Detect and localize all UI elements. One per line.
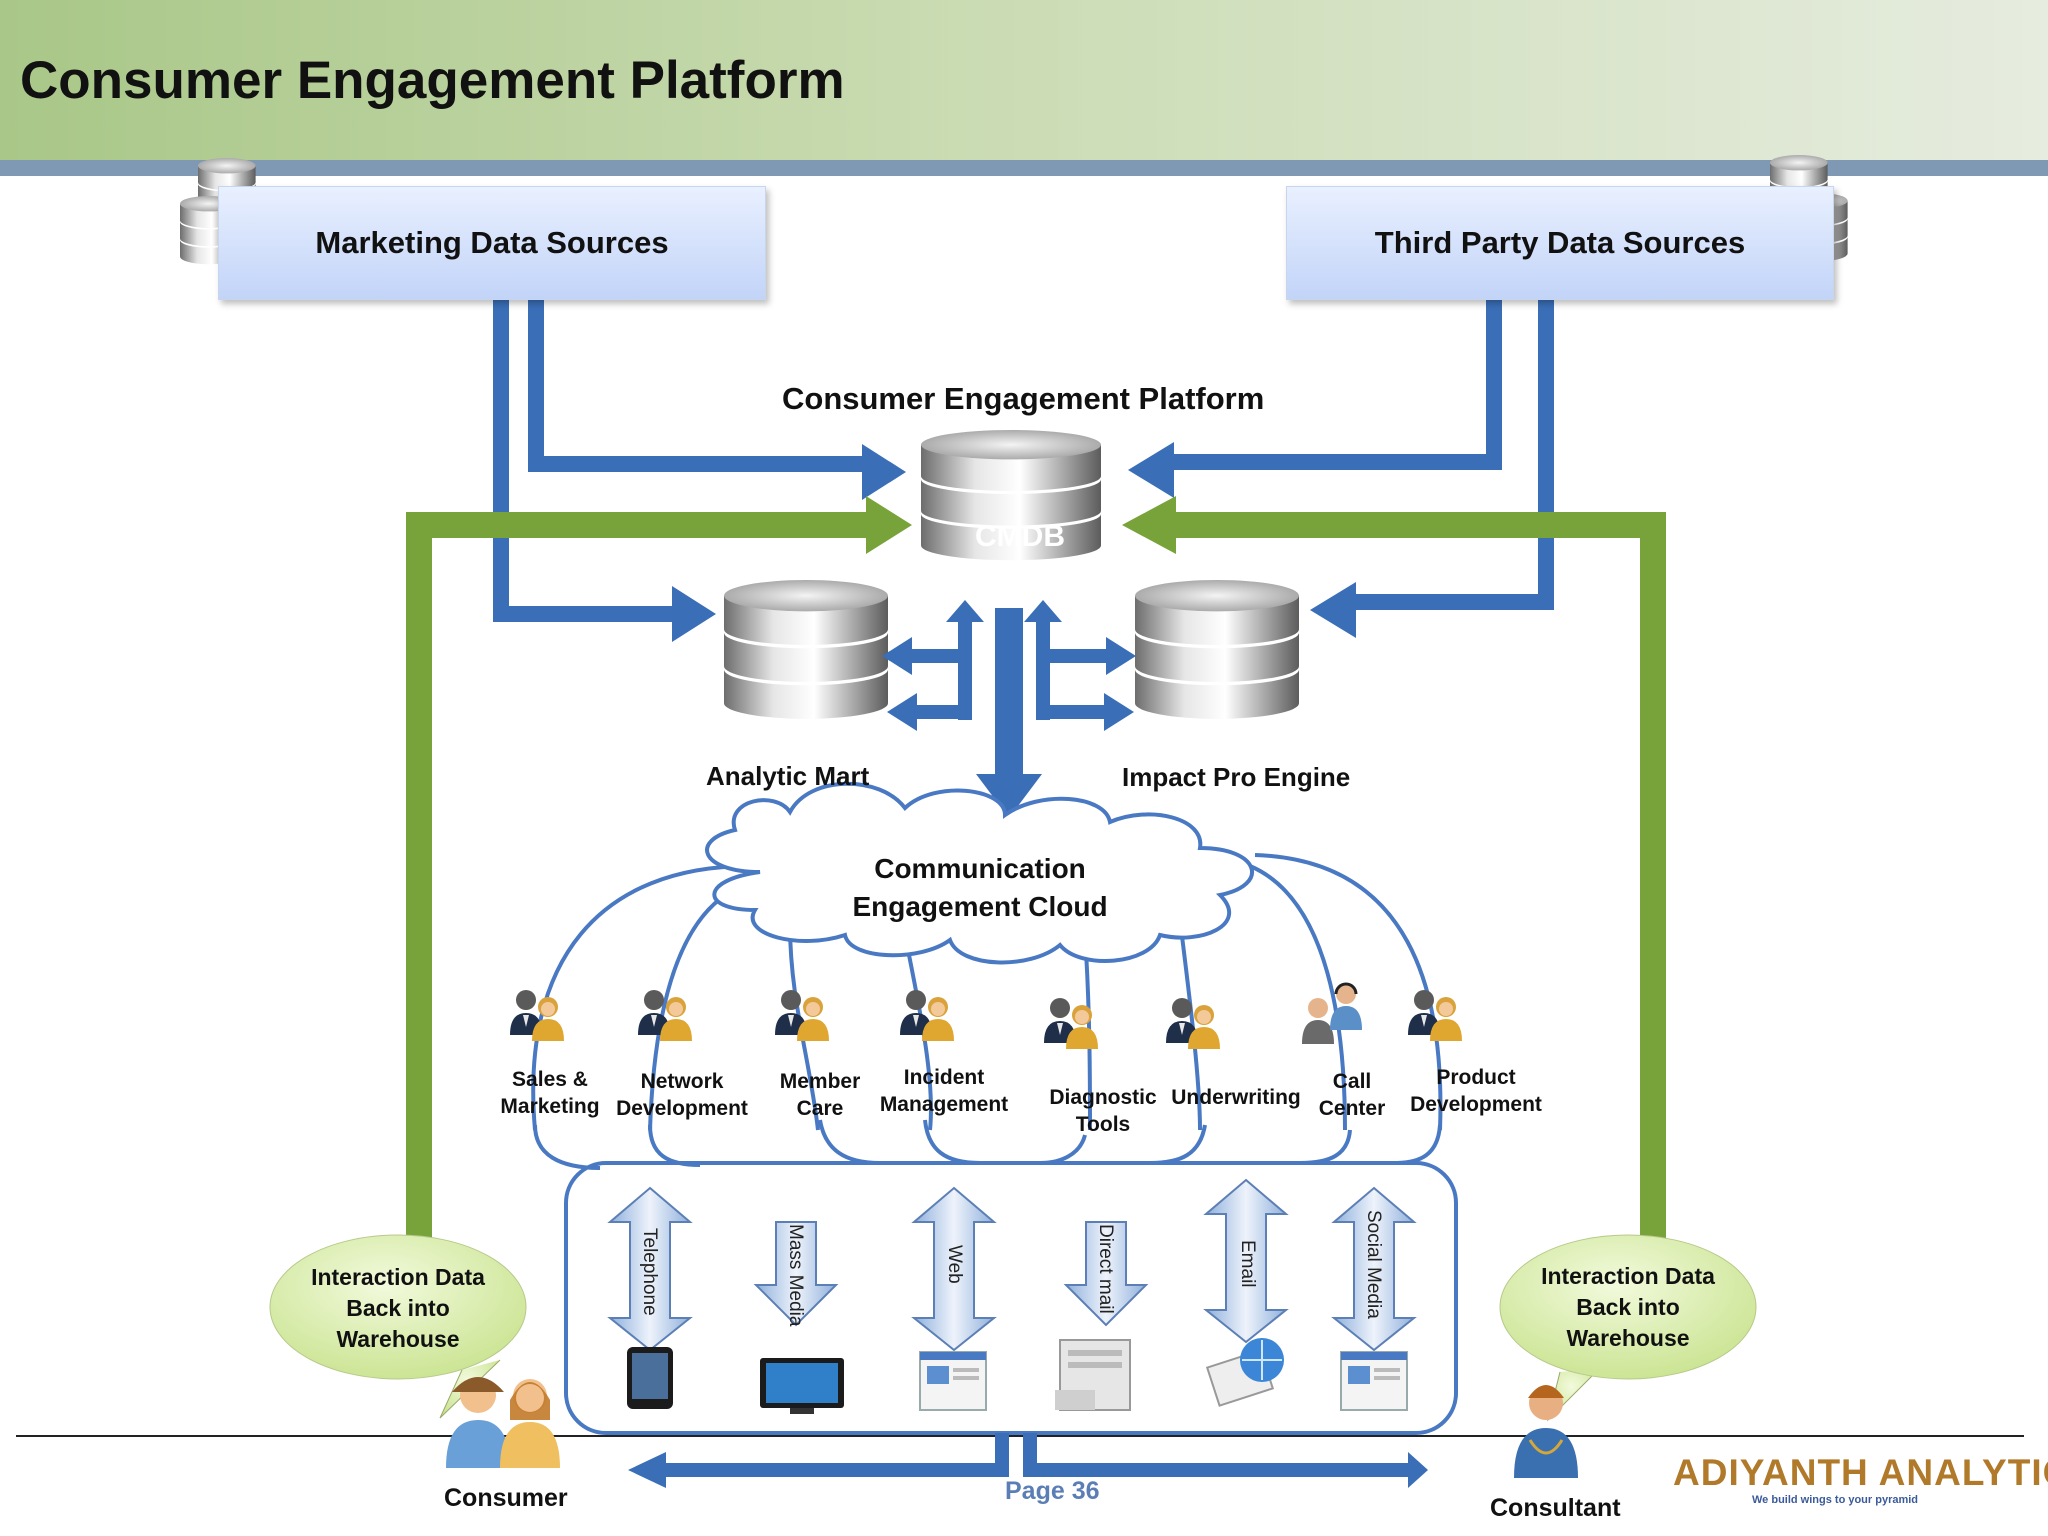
consumer-label: Consumer	[444, 1484, 568, 1512]
channel-arrow-social-media	[1331, 1186, 1417, 1352]
marketing-data-sources-box: Marketing Data Sources	[218, 186, 766, 300]
cloud-label-line1: Communication	[874, 853, 1086, 884]
consultant-person-icon	[1514, 1385, 1578, 1478]
direct-mail-printer-icon	[1055, 1339, 1131, 1411]
bubble-left-line2: Back into	[346, 1295, 450, 1321]
company-logo: ADIYANTH ANALYTICS	[1673, 1452, 2048, 1493]
page-number: Page 36	[1005, 1477, 1100, 1505]
bubble-right-line3: Warehouse	[1566, 1325, 1690, 1351]
channel-label-telephone: Telephone	[639, 1228, 660, 1316]
department-network-development: Network Development	[612, 1068, 752, 1122]
bubble-left-line1: Interaction Data	[311, 1264, 485, 1290]
cloud-label-line2: Engagement Cloud	[852, 891, 1108, 922]
department-label-line1: Call	[1332, 1070, 1372, 1093]
department-diagnostic-tools: Diagnostic Tools	[1038, 1084, 1168, 1138]
product-development-people-icon	[1408, 990, 1462, 1041]
header-band	[0, 0, 2048, 160]
channel-frame	[564, 1161, 1458, 1435]
cmdb-label: CMDB	[975, 520, 1065, 553]
email-globe-icon	[1205, 1338, 1284, 1407]
department-label-line1: Diagnostic	[1049, 1086, 1157, 1109]
department-label-line2: Management	[879, 1093, 1009, 1116]
consumer-people-icon	[446, 1377, 560, 1468]
department-label-line1: Incident	[903, 1066, 985, 1089]
third-party-data-sources-box: Third Party Data Sources	[1286, 186, 1834, 300]
communication-cloud	[705, 781, 1254, 965]
channel-arrow-email	[1203, 1178, 1289, 1344]
channel-label-mass-media: Mass Media	[785, 1224, 806, 1327]
member-care-people-icon	[775, 990, 829, 1041]
channel-arrow-mass-media	[753, 1221, 839, 1327]
incident-management-people-icon	[900, 990, 954, 1041]
department-label-line2: Center	[1318, 1097, 1386, 1120]
interaction-bubble-right-text: Interaction Data Back into Warehouse	[1518, 1261, 1738, 1354]
department-hooks	[533, 1119, 1442, 1170]
department-label-line2: Development	[616, 1097, 748, 1120]
marketing-flow-arrows	[493, 300, 906, 642]
department-label-line1: Product	[1436, 1066, 1516, 1089]
department-label-line2: Tools	[1075, 1113, 1131, 1136]
call-center-headset-icon	[1302, 982, 1362, 1044]
tv-monitor-icon	[760, 1358, 844, 1414]
channel-label-direct-mail: Direct mail	[1095, 1224, 1116, 1314]
bottom-distribution-arrows	[628, 1433, 1428, 1488]
channel-label-email: Email	[1237, 1240, 1258, 1288]
platform-title: Consumer Engagement Platform	[782, 381, 1265, 416]
consultant-label: Consultant	[1490, 1494, 1621, 1522]
social-media-page-icon	[1340, 1351, 1408, 1411]
department-label-line2: Development	[1410, 1093, 1542, 1116]
green-feedback-arrows	[406, 496, 1666, 1245]
department-product-development: Product Development	[1406, 1064, 1546, 1118]
bubble-left-line3: Warehouse	[336, 1326, 460, 1352]
header-divider	[0, 160, 2048, 176]
analytic-mart-database-icon	[724, 580, 888, 719]
department-label-line2: Care	[796, 1097, 844, 1120]
channel-arrow-direct-mail	[1063, 1221, 1149, 1327]
marketing-data-sources-label: Marketing Data Sources	[315, 225, 669, 260]
channel-arrow-web	[911, 1186, 997, 1352]
cmdb-distribution-arrows	[882, 600, 1136, 818]
department-sales-marketing: Sales & Marketing	[490, 1066, 610, 1120]
impact-pro-label: Impact Pro Engine	[1122, 762, 1351, 792]
cloud-label: Communication Engagement Cloud	[845, 850, 1115, 926]
department-label-line1: Sales &	[512, 1068, 588, 1091]
channel-label-social-media: Social Media	[1363, 1210, 1384, 1319]
web-page-icon	[919, 1351, 987, 1411]
interaction-bubble-left-text: Interaction Data Back into Warehouse	[288, 1262, 508, 1355]
department-incident-management: Incident Management	[874, 1064, 1014, 1118]
department-label-line1: Network	[640, 1070, 724, 1093]
analytic-mart-label: Analytic Mart	[706, 761, 870, 791]
department-member-care: Member Care	[760, 1068, 880, 1122]
mobile-phone-icon	[627, 1347, 673, 1409]
department-label-line2: Marketing	[500, 1095, 600, 1118]
bubble-right-line2: Back into	[1576, 1294, 1680, 1320]
department-label-line1: Member	[779, 1070, 861, 1093]
company-tagline: We build wings to your pyramid	[1752, 1494, 1919, 1506]
department-label-line1: Underwriting	[1171, 1086, 1301, 1109]
department-underwriting: Underwriting	[1166, 1084, 1306, 1111]
impact-pro-database-icon	[1135, 580, 1299, 719]
channel-label-web: Web	[944, 1245, 965, 1284]
third-party-data-sources-label: Third Party Data Sources	[1374, 225, 1746, 260]
interaction-bubble-right	[1499, 1234, 1757, 1422]
bubble-right-line1: Interaction Data	[1541, 1263, 1715, 1289]
department-call-center: Call Center	[1300, 1068, 1404, 1122]
page-title: Consumer Engagement Platform	[20, 51, 845, 110]
sales-marketing-people-icon	[510, 990, 564, 1041]
